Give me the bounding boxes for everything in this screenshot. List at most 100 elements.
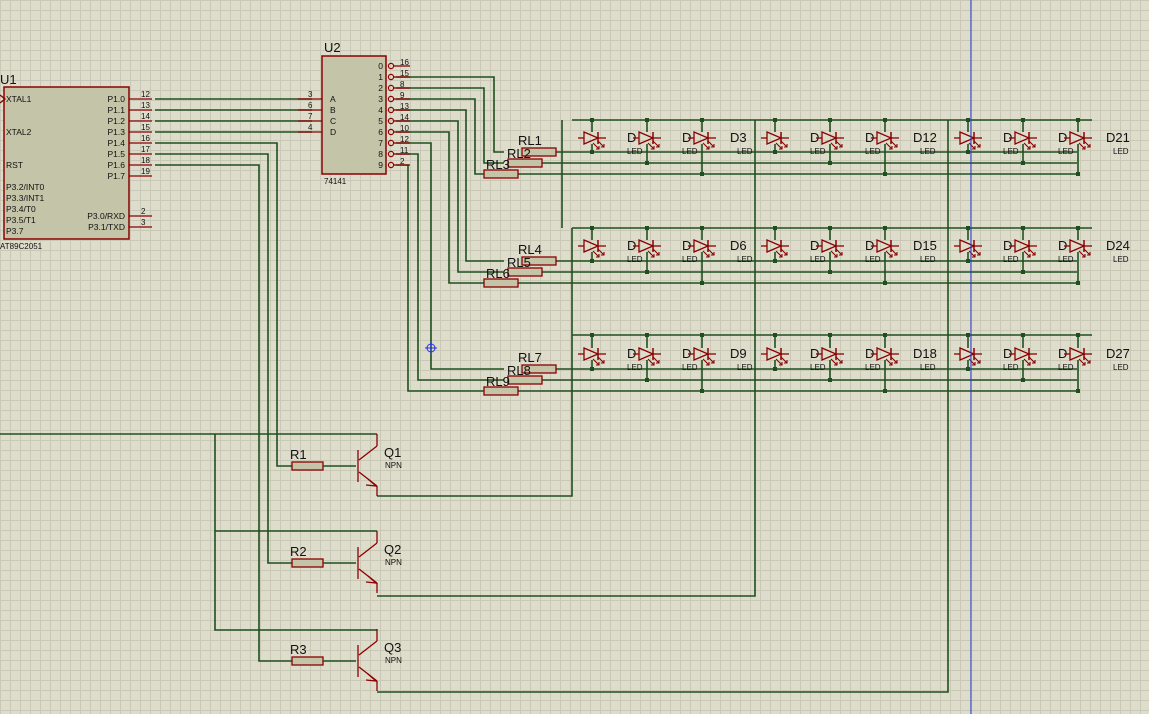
led-ref: D24 bbox=[1106, 238, 1130, 253]
light-emit-icon bbox=[592, 140, 605, 150]
resistor-label: RL3 bbox=[486, 157, 510, 172]
led-diode-icon bbox=[876, 239, 893, 253]
u1-microcontroller[interactable]: U1 AT89C2051 XTAL1XTAL2RSTP3.2/INT0P3.3/… bbox=[0, 72, 152, 251]
led-value: LED bbox=[865, 255, 881, 264]
resistor-r2[interactable] bbox=[291, 558, 324, 568]
junction-dot bbox=[590, 118, 594, 122]
led-diode-icon bbox=[1069, 239, 1086, 253]
resistor-rl9[interactable] bbox=[483, 386, 519, 396]
led-ref-partial: D bbox=[810, 238, 819, 253]
u2-input-label: C bbox=[330, 116, 336, 126]
u1-pin-label: P3.2/INT0 bbox=[6, 182, 45, 192]
u2-output-number: 10 bbox=[400, 124, 409, 133]
resistor-r3[interactable] bbox=[291, 656, 324, 666]
u2-input-label: B bbox=[330, 105, 336, 115]
u1-pin-label: P3.4/T0 bbox=[6, 204, 36, 214]
resistor-rl2[interactable] bbox=[507, 158, 543, 168]
transistor-collector bbox=[358, 542, 378, 558]
resistor-label: R3 bbox=[290, 642, 307, 657]
resistor-rl4[interactable] bbox=[521, 256, 557, 266]
junction-dot bbox=[828, 226, 832, 230]
u1-pin-number: 3 bbox=[141, 218, 146, 227]
resistor-rl1[interactable] bbox=[521, 147, 557, 157]
light-emit-icon bbox=[647, 248, 660, 258]
led-ref-partial: D bbox=[682, 238, 691, 253]
u2-output-number: 9 bbox=[400, 91, 405, 100]
transistor-type: NPN bbox=[385, 461, 402, 470]
light-emit-icon bbox=[775, 356, 788, 366]
resistor-rl6[interactable] bbox=[483, 278, 519, 288]
resistor-rl8[interactable] bbox=[507, 375, 543, 385]
led-ref: D6 bbox=[730, 238, 747, 253]
resistor-rl7[interactable] bbox=[521, 364, 557, 374]
junction-dot bbox=[590, 226, 594, 230]
u2-output-label: 7 bbox=[378, 138, 383, 148]
led-diode-icon bbox=[1014, 239, 1031, 253]
led-diode-icon bbox=[638, 131, 655, 145]
led-ref-partial: D bbox=[627, 130, 636, 145]
junction-dot bbox=[828, 270, 832, 274]
led-value: LED bbox=[920, 255, 936, 264]
junction-dot bbox=[828, 161, 832, 165]
junction-dot bbox=[645, 161, 649, 165]
junction-dot bbox=[590, 150, 594, 154]
u2-input-number: 4 bbox=[308, 123, 313, 132]
resistor-r1[interactable] bbox=[291, 461, 324, 471]
resistor-label: RL8 bbox=[507, 363, 531, 378]
resistor-rl5[interactable] bbox=[507, 267, 543, 277]
resistor-label: RL7 bbox=[518, 350, 542, 365]
led-ref: D12 bbox=[913, 130, 937, 145]
light-emit-icon bbox=[702, 248, 715, 258]
inverted-output-icon bbox=[387, 117, 395, 125]
led-ref: D27 bbox=[1106, 346, 1130, 361]
resistor-label: RL6 bbox=[486, 266, 510, 281]
led-ref-partial: D bbox=[865, 130, 874, 145]
resistor-rl3[interactable] bbox=[483, 169, 519, 179]
junction-dot bbox=[1076, 118, 1080, 122]
junction-dot bbox=[1076, 226, 1080, 230]
u2-output-number: 14 bbox=[400, 113, 409, 122]
resistor-label: RL4 bbox=[518, 242, 542, 257]
light-emit-icon bbox=[1078, 140, 1091, 150]
u2-output-number: 16 bbox=[400, 58, 409, 67]
u2-output-number: 2 bbox=[400, 157, 405, 166]
light-emit-icon bbox=[968, 356, 981, 366]
led-matrix[interactable]: DLEDDLEDD3LEDDLEDDLEDD12LEDDLEDDLEDD21LE… bbox=[578, 130, 1130, 372]
junction-dot bbox=[1021, 161, 1025, 165]
